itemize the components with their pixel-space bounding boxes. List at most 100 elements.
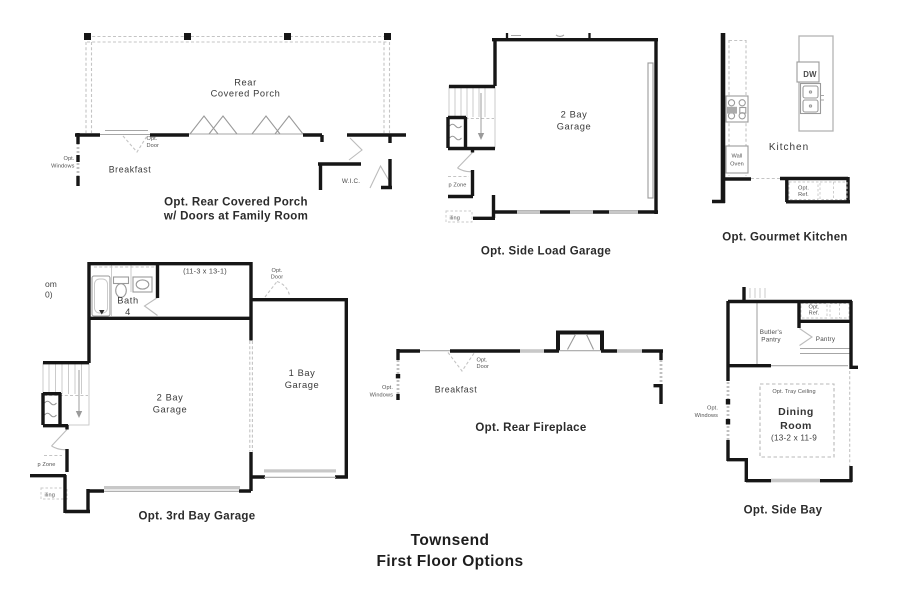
opt-windows-label-2: Windows — [370, 393, 393, 399]
garage2-label-2: Garage — [153, 405, 188, 415]
opt-door-label-1: Opt. — [477, 358, 488, 364]
cut-fixture-ticks — [505, 33, 591, 40]
opt-door-label-1: Opt. — [147, 136, 158, 142]
stair-arrow-head — [477, 133, 485, 140]
sheet-subtitle: First Floor Options — [376, 553, 523, 570]
butlers-pantry-label-2: Pantry — [761, 337, 781, 344]
ceiling-label: iling — [450, 216, 460, 222]
dining-label-1: Dining — [778, 406, 814, 418]
drop-zone-label: p Zone — [38, 462, 56, 468]
opt-ref-dashed-box — [788, 181, 819, 200]
window-mullion-2 — [725, 419, 731, 425]
opt-windows-label-1: Opt. — [64, 156, 75, 162]
butlers-pantry-label-1: Butler's — [760, 329, 782, 336]
fireplace-bg — [558, 332, 602, 350]
dishwasher-box — [796, 61, 820, 83]
door-swing — [51, 429, 68, 451]
bath-fixtures — [91, 275, 153, 317]
cooktop-fixture — [725, 95, 749, 123]
caption-line1: Opt. Rear Covered Porch — [164, 197, 308, 209]
garage-door-lines — [104, 476, 336, 492]
tray-ceiling-label: Opt. Tray Ceiling — [772, 389, 815, 395]
side-garage-door — [647, 62, 654, 199]
dimension-label: (11-3 x 13-1) — [183, 267, 227, 276]
wall-oven-label-1: Wall — [731, 154, 742, 160]
stair-treads — [454, 87, 486, 117]
dining-dimension: (13-2 x 11-9 — [771, 434, 817, 443]
caption: Opt. Side Bay — [744, 505, 823, 517]
opt-door-label-2: Door — [477, 364, 490, 370]
break-symbols — [44, 400, 57, 418]
dw-label: DW — [803, 70, 817, 79]
opt-ref-label-2: Ref. — [798, 192, 809, 198]
opt-ref-label-1: Opt. — [798, 186, 809, 192]
breakfast-label: Breakfast — [109, 165, 152, 175]
wall-oven-label-2: Oven — [730, 162, 744, 168]
wall-oven-box — [725, 145, 749, 174]
porch-posts — [84, 33, 391, 40]
opt-door-swing — [447, 352, 475, 372]
bath-door-swing — [143, 297, 158, 316]
ceiling-dashed-box — [40, 487, 68, 500]
opt-windows-label-1: Opt. — [707, 406, 718, 412]
pantry-door-swing — [799, 328, 813, 346]
tray-ceiling-dashed-box — [759, 383, 835, 458]
caption: Opt. Gourmet Kitchen — [722, 232, 847, 244]
garage1-label-1: 1 Bay — [289, 368, 316, 378]
opt-door-swing — [264, 280, 291, 298]
garage-label-1: 2 Bay — [561, 110, 588, 120]
dining-label-2: Room — [780, 420, 812, 432]
garage-windows — [517, 210, 638, 214]
window-mullion-1 — [725, 399, 731, 405]
plan-name: Townsend — [411, 532, 490, 549]
garage-label-2: Garage — [557, 122, 592, 132]
caption: Opt. Rear Fireplace — [475, 422, 586, 434]
porch-label-line1: Rear — [234, 78, 257, 88]
fireplace-walls — [556, 330, 604, 351]
plan-rear-covered-porch: Rear Covered Porch Breakfast W.I.C. Opt.… — [51, 33, 406, 223]
walls — [712, 176, 850, 204]
kitchen-label: Kitchen — [769, 142, 809, 153]
caption-line2: w/ Doors at Family Room — [163, 211, 308, 223]
break-symbols — [449, 123, 462, 141]
breakfast-door-swing — [122, 135, 148, 153]
garage-door-bars — [104, 469, 336, 490]
plan-gourmet-kitchen: DW Wall Oven Kitchen Opt. Ref. Opt. Gour… — [712, 33, 850, 244]
opt-door-label-1: Opt. — [272, 268, 283, 274]
garage2-label-1: 2 Bay — [157, 393, 184, 403]
sheet-title: Townsend First Floor Options — [376, 532, 523, 570]
sink-fixture — [799, 82, 824, 115]
firebox-trapezoid — [567, 333, 594, 350]
thin-walls — [756, 303, 850, 367]
openings-thin — [100, 129, 304, 136]
cut-text-1: om — [45, 279, 57, 289]
walls — [30, 262, 348, 514]
wic-door-swings — [348, 137, 392, 189]
drop-zone-label: p Zone — [449, 183, 467, 189]
opt-windows-label-2: Windows — [51, 164, 74, 170]
bay-window — [771, 478, 820, 483]
opt-door-label-2: Door — [147, 143, 160, 149]
door-swing — [457, 152, 473, 173]
garage1-label-2: Garage — [285, 380, 320, 390]
pantry-label: Pantry — [816, 336, 836, 343]
opt-ref-label-2: Ref. — [809, 311, 820, 317]
ceiling-label: iling — [45, 493, 55, 499]
cut-shelving-lines — [749, 288, 766, 298]
plan-side-bay: Opt. Ref. Butler's Pantry Pantry Opt. Tr… — [695, 287, 858, 517]
opt-ref-label-1: Opt. — [809, 305, 820, 311]
wall-windows — [520, 349, 642, 353]
cut-text-2: 0) — [45, 290, 53, 300]
plan-3rd-bay-garage: (11-3 x 13-1) Opt. Door Bath 4 om 0) 2 B… — [30, 262, 348, 523]
ceiling-dashed-box — [445, 210, 473, 223]
porch-label-line2: Covered Porch — [211, 89, 281, 99]
walls — [75, 133, 406, 190]
door-triangles — [189, 115, 304, 135]
breakfast-label: Breakfast — [435, 385, 478, 395]
opt-door-label-2: Door — [271, 275, 284, 281]
garage-divider-dashed — [249, 341, 253, 452]
plan-side-load-garage: 2 Bay Garage p Zone iling Opt. Side Load… — [445, 33, 658, 258]
opt-windows-label-1: Opt. — [382, 385, 393, 391]
